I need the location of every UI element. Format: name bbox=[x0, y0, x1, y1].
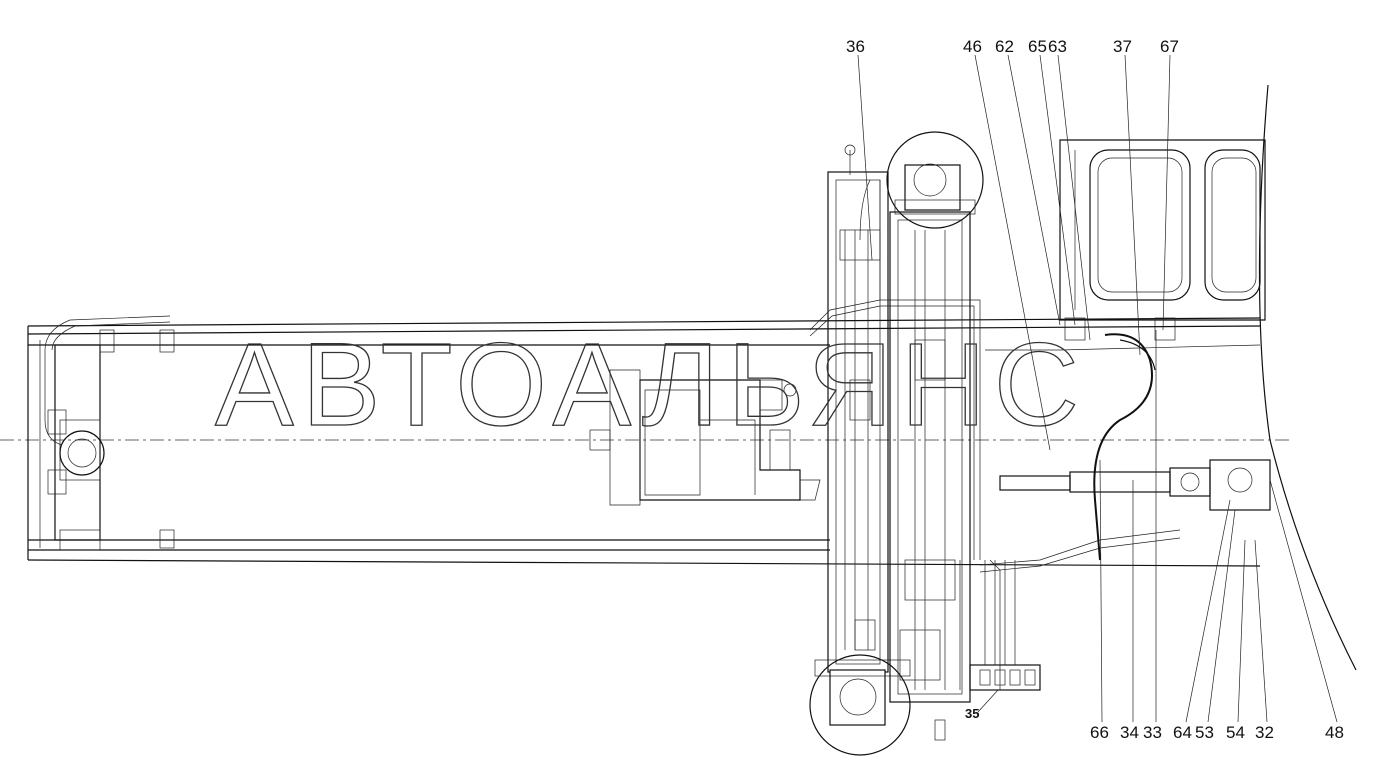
label-34: 34 bbox=[1120, 723, 1139, 742]
drive-shaft bbox=[999, 459, 1271, 511]
exhaust-pipe bbox=[1093, 333, 1156, 561]
label-35: 35 bbox=[965, 706, 979, 721]
frame-rails bbox=[27, 317, 1261, 567]
engine-unit bbox=[589, 369, 821, 506]
leader-lines bbox=[857, 54, 1338, 723]
watermark: АВТОАЛЬЯНС bbox=[215, 319, 1087, 451]
label-37: 37 bbox=[1113, 37, 1132, 56]
rear-cross-member bbox=[44, 315, 175, 551]
cab bbox=[1059, 84, 1357, 671]
outrigger-right bbox=[886, 131, 984, 741]
label-65: 65 bbox=[1028, 37, 1047, 56]
part-labels-bottom: 66 34 33 64 53 54 32 48 bbox=[1090, 723, 1344, 742]
hydraulic-lines bbox=[809, 179, 1261, 691]
outrigger-left bbox=[809, 144, 911, 756]
valve-block bbox=[969, 560, 1041, 691]
label-36: 36 bbox=[846, 37, 865, 56]
label-64: 64 bbox=[1173, 723, 1192, 742]
label-32: 32 bbox=[1255, 723, 1274, 742]
label-48: 48 bbox=[1325, 723, 1344, 742]
label-53: 53 bbox=[1195, 723, 1214, 742]
label-67: 67 bbox=[1160, 37, 1179, 56]
label-66: 66 bbox=[1090, 723, 1109, 742]
label-46: 46 bbox=[963, 37, 982, 56]
label-63: 63 bbox=[1048, 37, 1067, 56]
label-33: 33 bbox=[1143, 723, 1162, 742]
label-54: 54 bbox=[1226, 723, 1245, 742]
part-labels-top: 36 46 62 65 63 37 67 bbox=[846, 37, 1179, 56]
label-62: 62 bbox=[995, 37, 1014, 56]
